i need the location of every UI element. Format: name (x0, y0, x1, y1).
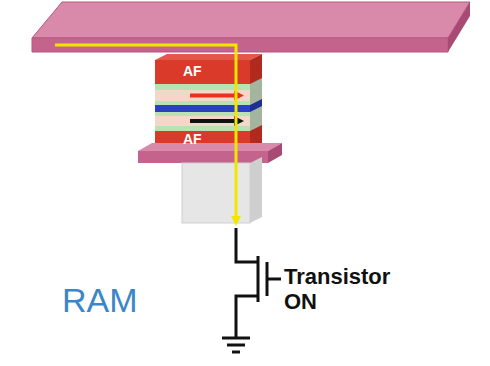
free-layer-arrow (190, 94, 240, 98)
via-block (182, 163, 250, 223)
pinned-layer-arrow (190, 119, 240, 123)
ground-symbol (222, 338, 250, 352)
title-fragment: RAM (62, 281, 182, 320)
bottom-electrode-side (268, 143, 282, 163)
antiferromagnet-layer: AF (155, 131, 250, 149)
via-block-side (250, 157, 262, 223)
transistor-symbol (236, 228, 281, 338)
mtj-stack (155, 54, 262, 149)
top-electrode (32, 2, 470, 38)
current-path (55, 45, 236, 222)
transistor-label: Transistor ON (284, 264, 414, 315)
antiferromagnet-layer: AF (155, 60, 250, 84)
layer-label: AF (183, 64, 202, 79)
bottom-electrode (138, 143, 282, 151)
layer-label: AF (183, 132, 202, 147)
top-electrode-side (448, 2, 470, 52)
bottom-electrode-front (138, 151, 268, 163)
